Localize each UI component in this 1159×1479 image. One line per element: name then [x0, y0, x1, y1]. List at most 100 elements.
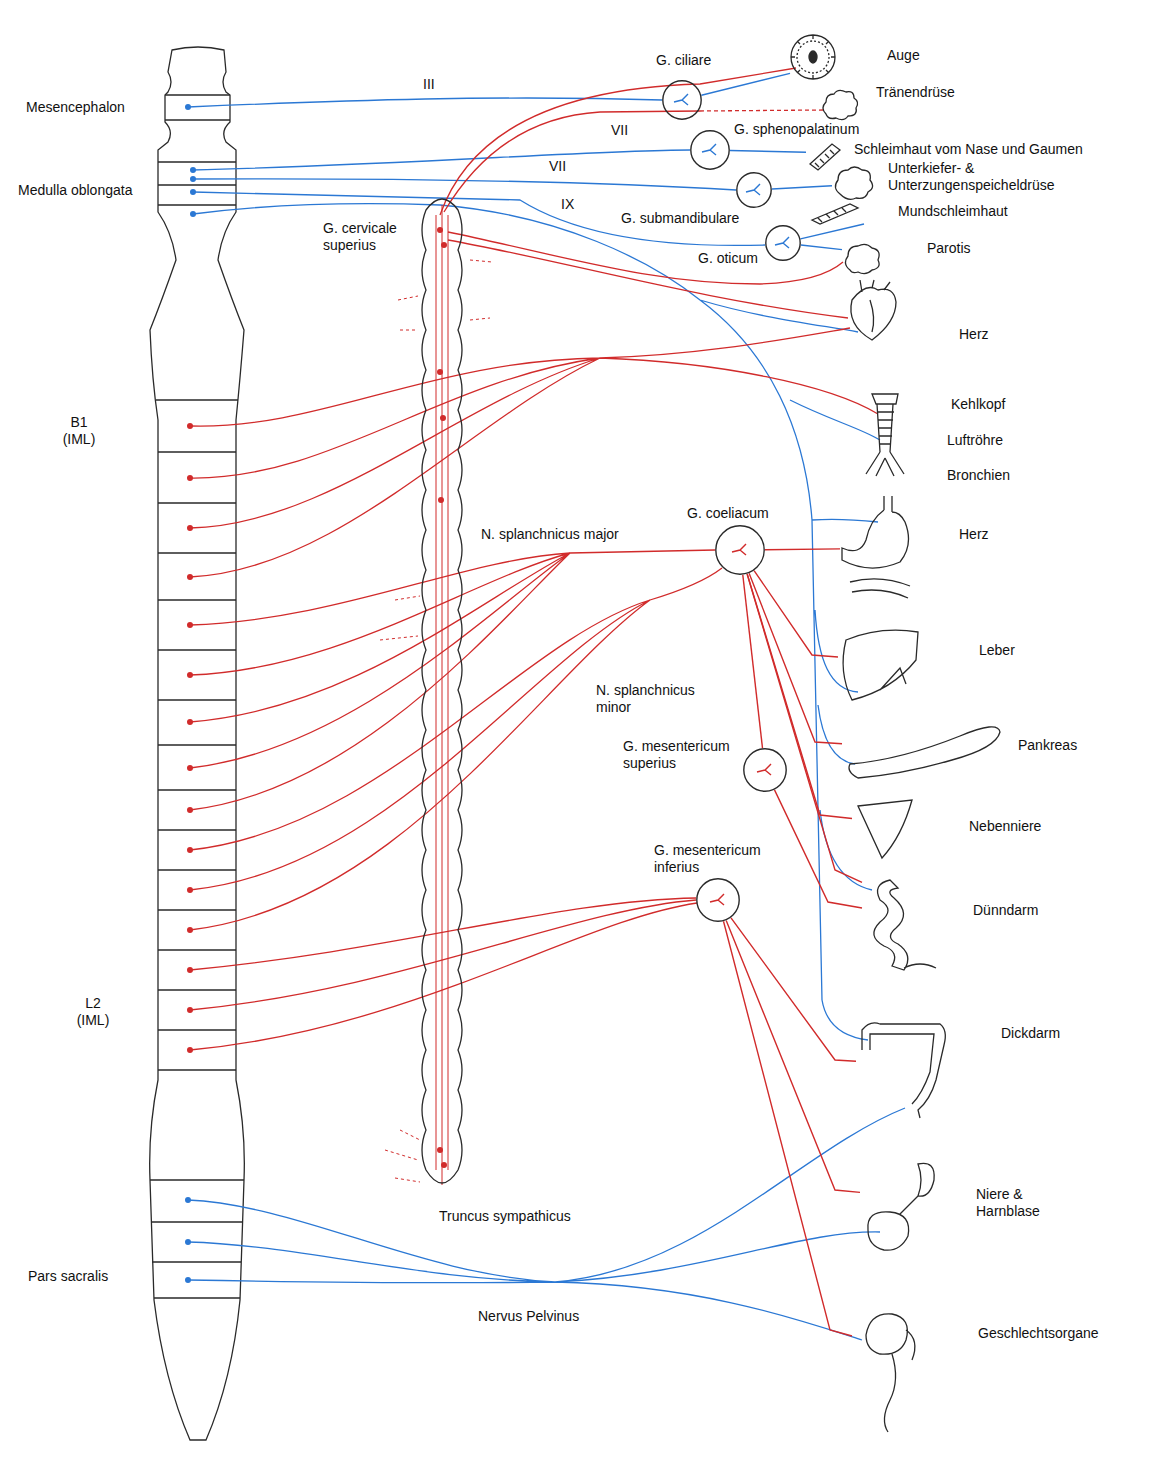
ganglion-label: G. submandibulare [620, 210, 740, 227]
organ-node: Auge [790, 34, 924, 80]
nerve-connector [765, 548, 840, 550]
ganglion-outline [690, 130, 730, 170]
ganglion-label: G. sphenopalatinum [733, 121, 860, 138]
nerve-connector [731, 918, 856, 1062]
adrenal-drawing [858, 800, 912, 858]
region-label: Pars sacralis [27, 1268, 109, 1285]
organ-node: Tränendrüse [822, 84, 959, 120]
organ-label: Niere & Harnblase [975, 1186, 1059, 1220]
organ-node: Herz [840, 278, 993, 345]
synapse-symbol [732, 544, 746, 555]
nerve-label: N. splanchnicus major [480, 526, 620, 543]
pancreas-drawing [849, 727, 1000, 778]
ganglion-label: G. ciliare [655, 52, 712, 69]
nerve-connector [754, 571, 838, 657]
ganglion-circle: G. sphenopalatinum [690, 130, 730, 170]
lacrimal-gland-drawing [823, 90, 858, 119]
ganglion-outline [736, 172, 772, 208]
sympathetic-head-fibers [440, 68, 848, 318]
nerve-connector [730, 151, 806, 153]
nasal-mucosa-drawing [810, 144, 840, 170]
organ-label: Unterkiefer- & Unterzungenspeicheldrüse [887, 160, 1079, 194]
ganglion-border [663, 81, 701, 119]
eye-pupil [809, 51, 817, 63]
ganglion-outline [743, 748, 787, 792]
organ-label: Kehlkopf [950, 396, 1006, 413]
nerve-connector [775, 790, 863, 908]
organ-node: Nebenniere [852, 798, 1045, 860]
nucleus-dots [185, 104, 196, 1283]
ganglion-outline [715, 525, 765, 575]
organ-node: Geschlechtsorgane [852, 1305, 1103, 1435]
synapse-symbol [757, 764, 771, 775]
ganglion-outline [696, 878, 740, 922]
organ-label: Mundschleimhaut [897, 203, 1009, 220]
eye-drawing [791, 35, 835, 79]
organ-node: Pankreas [842, 722, 1081, 780]
ganglion-circle: G. mesentericum superius [743, 748, 787, 792]
organ-label: Herz [958, 326, 990, 343]
ganglion-label: G. mesentericum superius [622, 738, 742, 772]
ganglion-border [691, 131, 729, 169]
kidney-bladder-drawing [868, 1163, 934, 1250]
organ-node: Herz [840, 494, 993, 602]
cranial-nerves [188, 98, 765, 245]
lumbar-splanchnic-fibers [190, 898, 697, 1050]
ganglion-circle: G. mesentericum inferius [696, 878, 740, 922]
ganglion-border [744, 749, 786, 791]
synapse-symbol [674, 94, 688, 105]
ganglion-border [737, 173, 771, 207]
ganglion-circle: G. oticum [765, 225, 801, 261]
organ-node: Leber [838, 626, 1019, 702]
organ-node: Niere & Harnblase [860, 1150, 1062, 1254]
sympathetic-nucleus-dots [187, 423, 193, 1053]
organ-node: Parotis [842, 240, 975, 274]
organ-label: Herz [958, 526, 990, 543]
nerve-label: Nervus Pelvinus [477, 1308, 580, 1325]
organ-label: Dickdarm [1000, 1025, 1061, 1042]
pelvic-nerve [188, 1108, 905, 1340]
synapse-symbol [746, 184, 760, 195]
genital-drawing [866, 1314, 915, 1432]
submandibular-gland-drawing [835, 167, 872, 199]
nerve-connector [724, 921, 853, 1336]
oral-mucosa-drawing [812, 204, 858, 224]
nerve-connector [772, 186, 832, 189]
region-label: Mesencephalon [25, 99, 126, 116]
ganglion-circle: G. submandibulare [736, 172, 772, 208]
nerve-fibers [188, 68, 905, 1340]
sympathetic-lacrimal-fiber [700, 110, 824, 111]
organ-node: Dickdarm [856, 1018, 1064, 1118]
nerve-connector [749, 573, 842, 743]
synapse-symbol [710, 894, 724, 905]
gray-rami-stubs [380, 260, 492, 1182]
organ-node: KehlkopfLuftröhreBronchien [860, 390, 1014, 486]
liver-drawing [843, 630, 918, 700]
nerve-connector [801, 245, 842, 250]
segment-lines [150, 95, 244, 1298]
nerve-connector [747, 574, 852, 819]
trunk-outline [422, 199, 462, 1183]
organ-label: Geschlechtsorgane [977, 1325, 1100, 1342]
ganglion-circle: G. coeliacum [715, 525, 765, 575]
sympathetic-thoracic-fibers [190, 328, 878, 577]
organs [791, 35, 1000, 1432]
nerve-connector [743, 575, 763, 748]
organ-label: Tränendrüse [875, 84, 956, 101]
nerve-connector [747, 574, 862, 882]
spinal-cord-outline [150, 47, 245, 1440]
parotid-drawing [845, 244, 879, 273]
ganglion-circle: G. ciliare [662, 80, 702, 120]
segment-label: B1 (IML) [52, 414, 106, 448]
organ-label: Schleimhaut vom Nase und Gaumen [853, 141, 1084, 158]
organ-label: Parotis [926, 240, 972, 257]
organ-label: Dünndarm [972, 902, 1039, 919]
organ-label: Luftröhre [946, 432, 1004, 449]
stomach-drawing [842, 496, 910, 598]
ganglion-outline [662, 80, 702, 120]
airway-drawing [866, 394, 904, 476]
colon-drawing [862, 1023, 945, 1118]
